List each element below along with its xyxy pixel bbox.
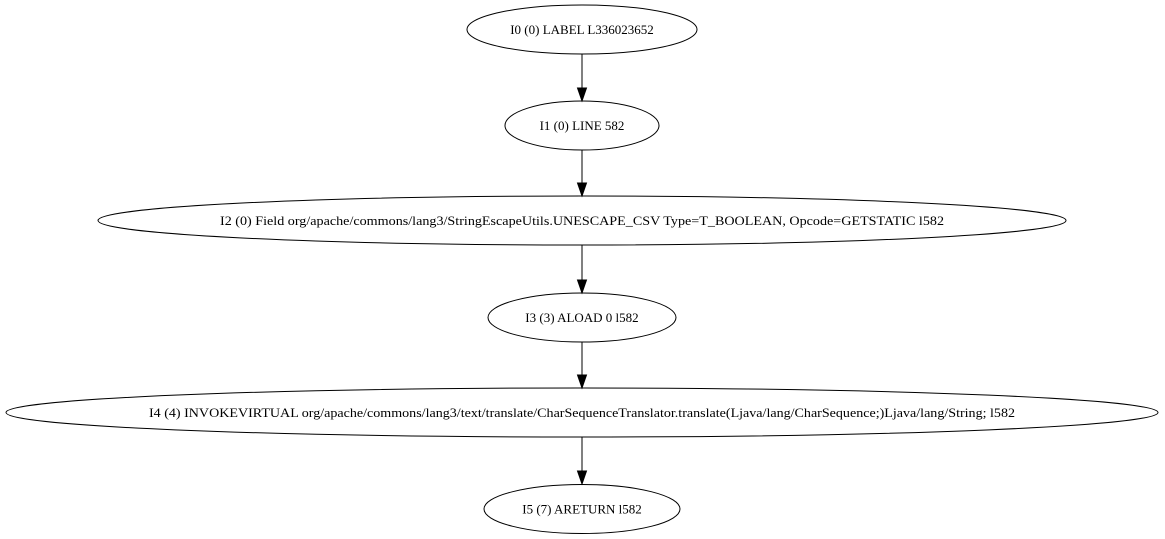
- node-i4-label: I4 (4) INVOKEVIRTUAL org/apache/commons/…: [149, 405, 1015, 420]
- edge-i3-i4: [576, 342, 588, 390]
- node-i5[interactable]: I5 (7) ARETURN l582: [483, 484, 681, 534]
- node-i2-ellipse: [97, 195, 1067, 246]
- node-i1-ellipse: [504, 100, 660, 151]
- node-i1[interactable]: I1 (0) LINE 582: [504, 100, 660, 151]
- node-i3-ellipse: [487, 292, 677, 343]
- node-i0[interactable]: I0 (0) LABEL L336023652: [466, 4, 698, 55]
- edges-layer: [576, 54, 588, 486]
- node-i0-ellipse: [466, 4, 698, 55]
- node-i4[interactable]: I4 (4) INVOKEVIRTUAL org/apache/commons/…: [5, 387, 1159, 438]
- node-i5-label: I5 (7) ARETURN l582: [522, 502, 642, 517]
- node-i2-label: I2 (0) Field org/apache/commons/lang3/St…: [220, 213, 944, 228]
- node-i3-label: I3 (3) ALOAD 0 l582: [525, 310, 638, 325]
- edge-i2-i3: [576, 245, 588, 295]
- node-i5-ellipse: [483, 484, 681, 534]
- node-i0-label: I0 (0) LABEL L336023652: [510, 22, 654, 37]
- edge-i0-i1: [576, 54, 588, 103]
- edge-i4-i5: [576, 437, 588, 486]
- node-i4-ellipse: [5, 387, 1159, 438]
- node-i1-label: I1 (0) LINE 582: [540, 118, 625, 133]
- nodes-layer: I0 (0) LABEL L336023652 I1 (0) LINE 582 …: [5, 4, 1159, 534]
- node-i2[interactable]: I2 (0) Field org/apache/commons/lang3/St…: [97, 195, 1067, 246]
- node-i3[interactable]: I3 (3) ALOAD 0 l582: [487, 292, 677, 343]
- edge-i1-i2: [576, 150, 588, 198]
